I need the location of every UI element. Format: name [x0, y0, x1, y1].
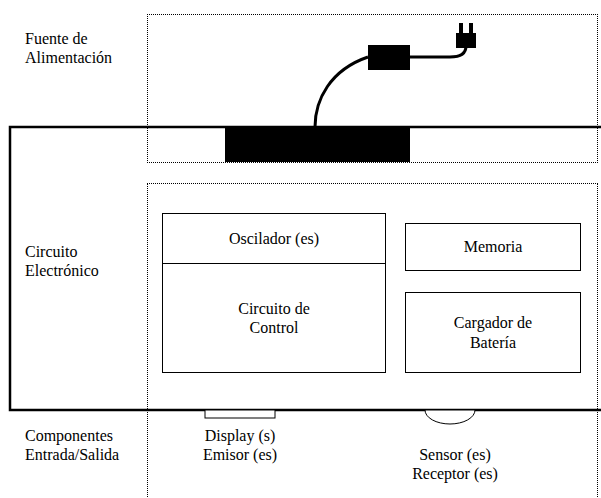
- oscillator-box: Oscilador (es): [162, 213, 386, 264]
- plug-prong: [469, 23, 473, 34]
- plug-prong: [459, 23, 463, 34]
- region-heading: Circuito Electrónico: [25, 242, 143, 280]
- io-section-label: Componentes Entrada/Salida: [25, 426, 147, 464]
- sensor-label: Sensor (es) Receptor (es): [400, 445, 510, 483]
- display-label: Display (s) Emisor (es): [190, 426, 290, 464]
- box-label: Oscilador (es): [229, 229, 319, 248]
- display-component: [205, 410, 275, 418]
- memory-box: Memoria: [405, 223, 581, 271]
- power-cable: [315, 57, 368, 127]
- box-label: Circuito de Control: [219, 299, 329, 337]
- charger-box: Cargador de Batería: [405, 292, 581, 373]
- power-connector: [225, 127, 410, 162]
- control-box: Circuito de Control: [162, 263, 386, 373]
- power-plug: [456, 33, 476, 48]
- box-label: Cargador de Batería: [438, 313, 548, 351]
- region-heading: Fuente de Alimentación: [25, 29, 143, 67]
- power-adapter: [368, 45, 410, 70]
- sensor-component: [425, 410, 475, 424]
- power-supply-region: Fuente de Alimentación: [147, 14, 598, 163]
- box-label: Memoria: [464, 237, 523, 256]
- housing-outline: [10, 127, 601, 410]
